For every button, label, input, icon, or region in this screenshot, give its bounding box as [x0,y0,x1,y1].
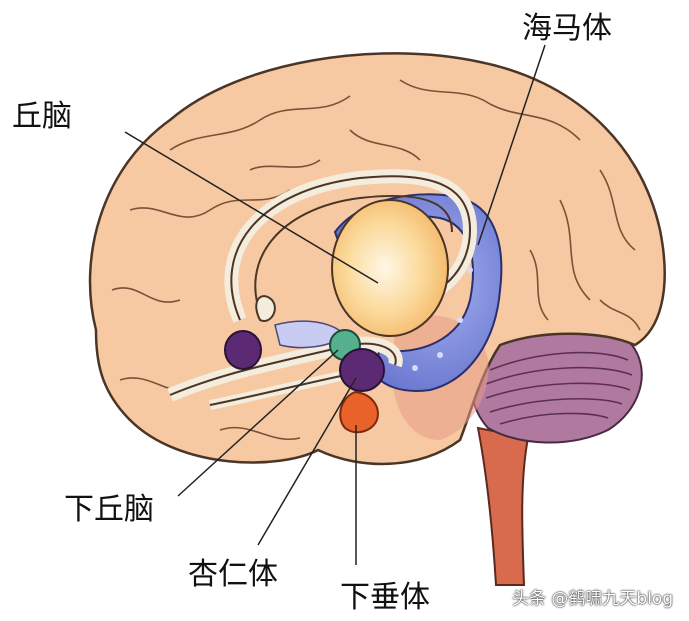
label-thalamus: 丘脑 [12,99,72,134]
watermark: 头条 @鹤啸九天blog [512,589,674,609]
leader-amygdala [257,377,357,546]
label-hypothalamus: 下丘脑 [64,492,154,527]
thalamus [331,199,449,337]
leader-lines [124,44,546,565]
brain-gyri [111,79,641,441]
leader-hypothalamus [177,349,339,497]
olfactory-bulb [224,330,262,370]
pituitary [339,390,379,434]
label-hippocampus: 海马体 [522,11,612,46]
cerebellum [470,326,643,444]
leader-thalamus [124,131,379,284]
label-pituitary: 下垂体 [340,580,430,615]
label-amygdala: 杏仁体 [188,557,278,592]
brainstem [476,426,530,586]
leader-hippocampus [477,44,546,246]
amygdala [339,348,385,392]
